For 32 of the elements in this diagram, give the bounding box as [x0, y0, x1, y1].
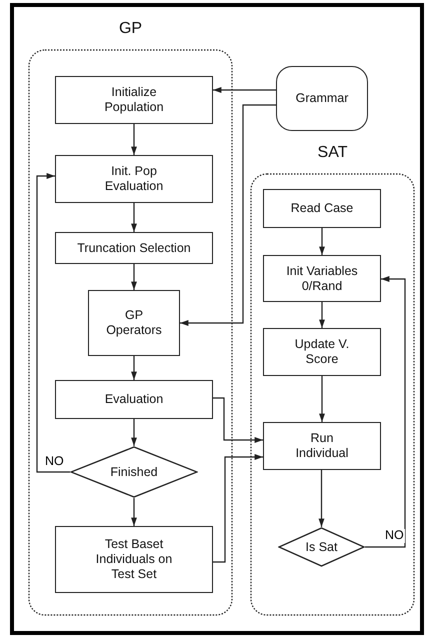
arrow	[131, 419, 137, 446]
node-label: Finished	[110, 464, 158, 480]
group-title: GP	[118, 20, 144, 38]
process-box: Run Individual	[263, 422, 381, 470]
arrow	[180, 104, 276, 326]
rounded-box: Grammar	[276, 66, 368, 131]
arrow	[319, 302, 325, 328]
process-box: GP Operators	[88, 290, 180, 356]
arrow	[213, 454, 263, 563]
arrow	[213, 397, 263, 443]
arrow	[131, 264, 137, 290]
arrow	[318, 470, 324, 527]
group-title: SAT	[316, 144, 348, 162]
arrow	[131, 356, 137, 380]
process-box: Update V. Score	[263, 328, 381, 376]
arrow	[365, 276, 406, 548]
process-box: Init. Pop Evaluation	[55, 155, 213, 203]
node-label: Is Sat	[306, 540, 338, 554]
arrow	[131, 498, 137, 526]
process-box: Test Baset Individuals on Test Set	[55, 526, 213, 593]
arrow	[131, 203, 137, 232]
arrow	[213, 87, 276, 93]
process-box: Truncation Selection	[55, 232, 213, 264]
arrow	[319, 376, 325, 422]
arrow	[319, 228, 325, 255]
edge-label: NO	[384, 529, 405, 543]
process-box: Evaluation	[55, 380, 213, 419]
process-box: Initialize Population	[55, 76, 213, 124]
process-box: Read Case	[263, 189, 381, 228]
process-box: Init Variables 0/Rand	[263, 255, 381, 302]
arrow	[131, 124, 137, 155]
arrow	[36, 173, 70, 473]
